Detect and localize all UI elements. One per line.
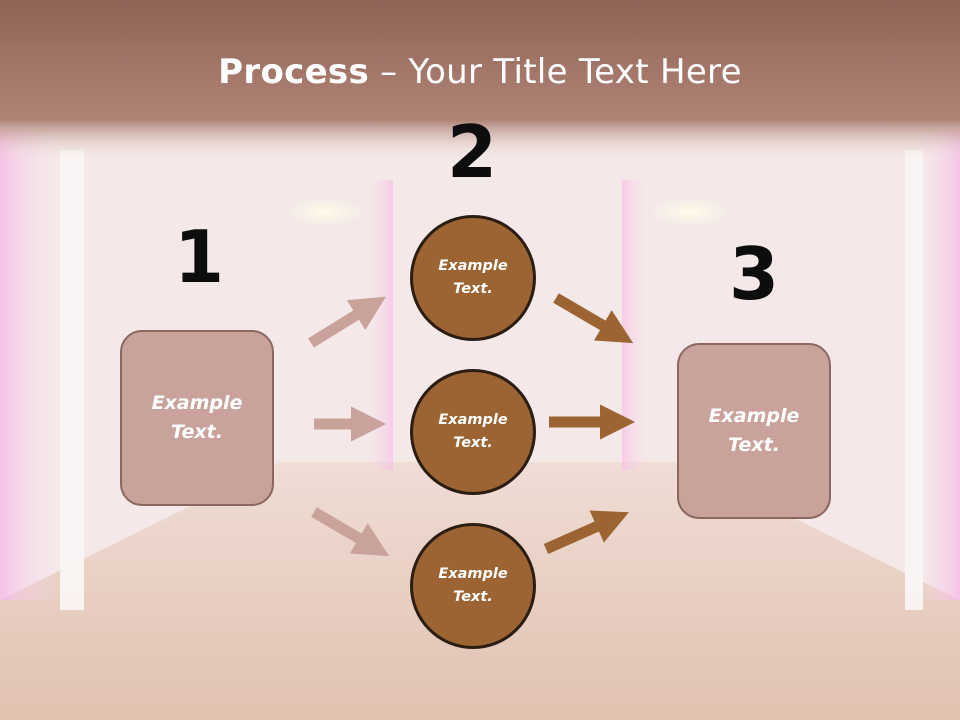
slide-title: Process – Your Title Text Here xyxy=(0,52,960,92)
step-number-2: 2 xyxy=(446,110,498,194)
arrow-bottom-to-3 xyxy=(543,510,629,555)
step-2-circle-middle-text: Example Text. xyxy=(438,412,508,451)
step-1-text: Example Text. xyxy=(151,392,243,443)
step-1-box: Example Text. xyxy=(120,330,274,506)
arrow-1-to-top xyxy=(308,296,386,348)
step-2-circle-bottom-text: Example Text. xyxy=(438,566,508,605)
arrow-top-to-3 xyxy=(553,293,634,344)
step-3-box: Example Text. xyxy=(677,343,831,519)
step-number-3: 3 xyxy=(728,232,780,316)
step-2-circle-top-text: Example Text. xyxy=(438,258,508,297)
title-bold: Process xyxy=(218,52,370,92)
step-2-circle-top: Example Text. xyxy=(410,215,536,341)
step-3-text: Example Text. xyxy=(708,405,800,456)
title-rest: – Your Title Text Here xyxy=(369,52,742,92)
step-2-circle-bottom: Example Text. xyxy=(410,523,536,649)
step-number-1: 1 xyxy=(173,215,225,299)
arrow-1-to-bottom xyxy=(311,507,390,557)
step-2-circle-middle: Example Text. xyxy=(410,369,536,495)
